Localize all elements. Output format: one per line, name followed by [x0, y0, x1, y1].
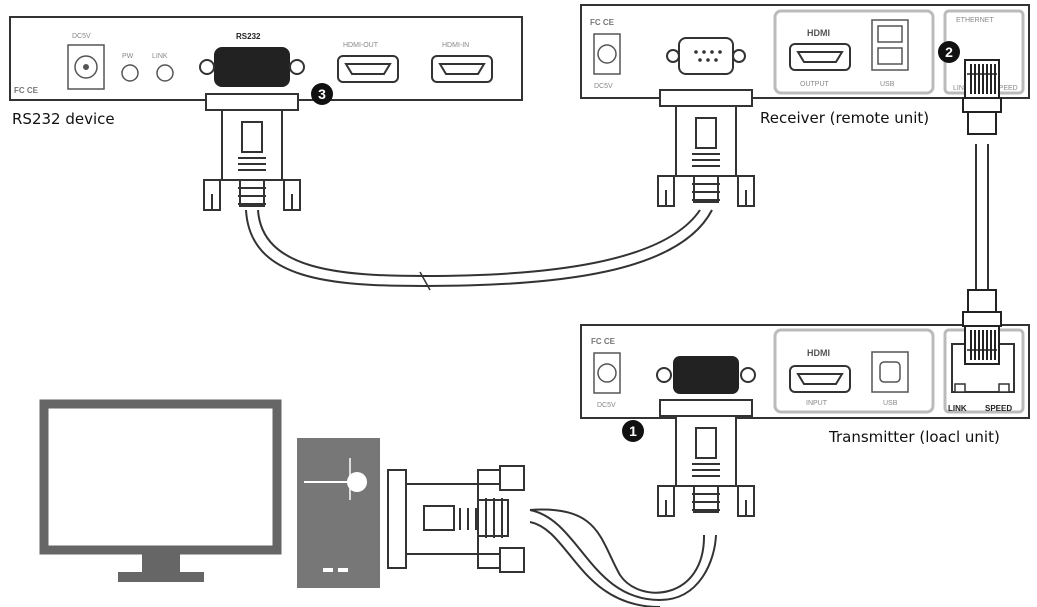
receiver-cert-label: FC CE	[590, 18, 615, 27]
callout-2-badge: 2	[938, 41, 960, 63]
receiver-panel: FC CE DC5V HDMI OUTPUT USB ETHERNET LINK…	[580, 4, 1030, 99]
receiver-label: Receiver (remote unit)	[760, 109, 930, 127]
rs232-cert-label: FC CE	[14, 86, 39, 95]
receiver-usb-port	[871, 19, 909, 71]
rs232-pw-label: PW	[122, 53, 134, 60]
receiver-output-label: OUTPUT	[800, 81, 830, 88]
transmitter-link-label: LINK	[948, 404, 967, 413]
transmitter-cert-label: FC CE	[591, 337, 616, 346]
transmitter-usb-label: USB	[883, 400, 898, 407]
ethernet-cable	[975, 144, 989, 290]
receiver-hdmi-output-port	[789, 43, 851, 71]
receiver-link-label: LINK	[953, 85, 969, 92]
transmitter-hdmi-input-port	[789, 365, 851, 393]
transmitter-rs232-port	[656, 356, 756, 394]
callout-3-number: 3	[318, 86, 326, 102]
hdmi-in-port	[431, 55, 493, 83]
receiver-db9-plug	[657, 89, 755, 207]
hdmi-in-label: HDMI-IN	[442, 42, 469, 49]
rs232-serial-cable	[245, 209, 713, 291]
rs232-device-panel: DC5V PW LINK FC CE RS232 HDMI-OUT HDMI-I…	[9, 16, 523, 101]
receiver-ethernet-label: ETHERNET	[956, 17, 994, 24]
pc-serial-cable	[529, 508, 717, 607]
transmitter-speed-label: SPEED	[985, 404, 1012, 413]
transmitter-dc-label: DC5V	[597, 402, 616, 409]
callout-3-badge: 3	[311, 83, 333, 105]
rs232-device-db9-plug	[203, 93, 301, 211]
callout-1-badge: 1	[622, 420, 644, 442]
receiver-dc-label: DC5V	[594, 83, 613, 90]
callout-1-number: 1	[629, 423, 637, 439]
transmitter-label: Transmitter (loacl unit)	[829, 428, 1000, 446]
callout-2-number: 2	[945, 44, 953, 60]
receiver-hdmi-logo: HDMI	[807, 28, 830, 38]
receiver-rj45-plug	[962, 59, 1002, 135]
rs232-link-label: LINK	[152, 53, 168, 60]
rs232-device-label: RS232 device	[12, 110, 115, 128]
transmitter-input-label: INPUT	[806, 400, 828, 407]
transmitter-hdmi-logo: HDMI	[807, 348, 830, 358]
transmitter-panel: FC CE DC5V HDMI INPUT USB LINK SPEED	[580, 324, 1030, 419]
rs232-dc-label: DC5V	[72, 33, 91, 40]
hdmi-out-label: HDMI-OUT	[343, 42, 379, 49]
receiver-usb-label: USB	[880, 81, 895, 88]
monitor-icon	[39, 399, 282, 582]
transmitter-rj45-plug	[962, 289, 1002, 365]
rs232-port-label: RS232	[236, 32, 261, 41]
receiver-speed-label: SPEED	[994, 85, 1018, 92]
transmitter-usb-port	[871, 351, 909, 393]
hdmi-out-port	[337, 55, 399, 83]
pc-tower-icon	[297, 438, 380, 588]
pc-db9-plug	[387, 465, 525, 573]
receiver-rs232-port	[666, 37, 746, 75]
rs232-port	[199, 47, 305, 87]
